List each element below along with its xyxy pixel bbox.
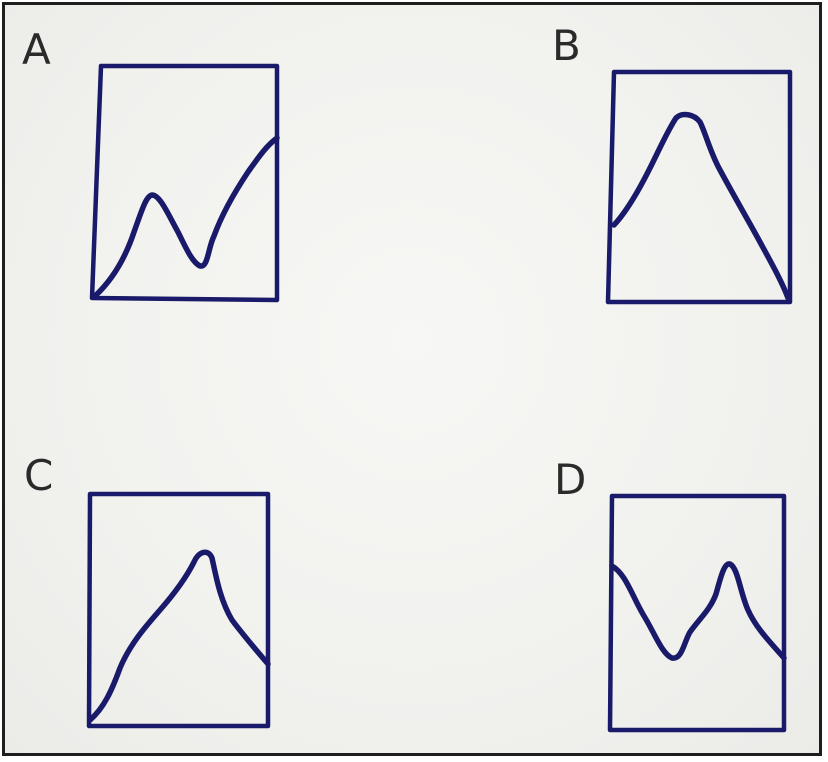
panel-d-frame: [607, 493, 787, 733]
panel-d-label: D: [554, 455, 586, 504]
panel-c: C: [24, 451, 271, 729]
panel-b-label: B: [552, 21, 581, 70]
panel-c-frame: [86, 491, 271, 729]
panel-b-frame: [605, 69, 793, 305]
panel-d-curve: [609, 561, 787, 661]
panel-a-curve: [92, 135, 280, 299]
drawing-sheet: [2, 2, 822, 756]
panel-c-curve: [87, 549, 271, 723]
panel-b: B: [552, 21, 793, 305]
panel-d: D: [554, 455, 787, 733]
panel-a: A: [22, 25, 280, 303]
panel-c-label: C: [24, 451, 53, 500]
panel-b-curve: [611, 111, 791, 301]
panel-a-label: A: [22, 25, 51, 74]
panel-a-frame: [89, 63, 280, 303]
